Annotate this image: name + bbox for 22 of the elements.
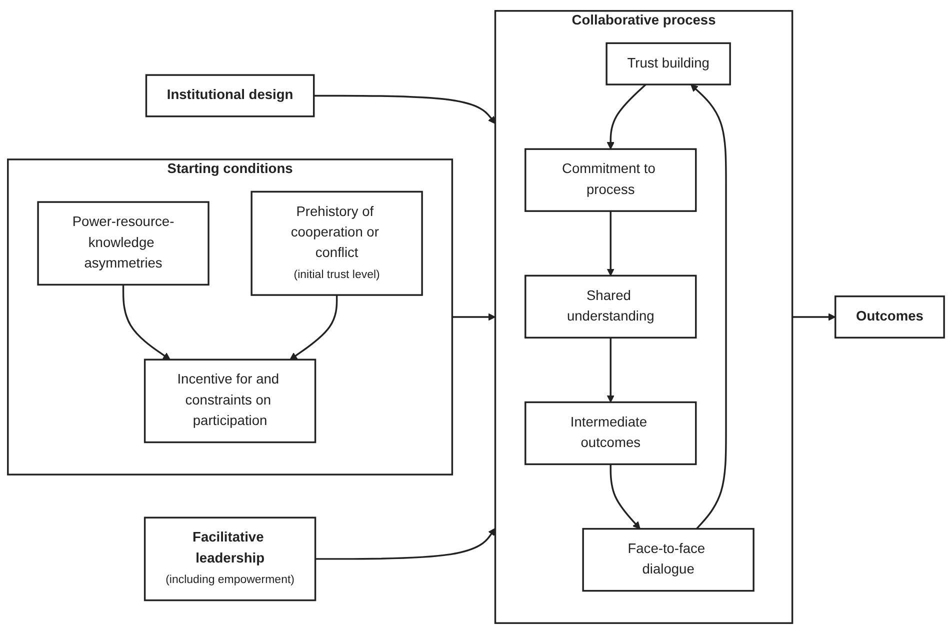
arrow [452, 313, 496, 321]
arrow [606, 338, 614, 403]
node-box: Face-to-face dialogue [582, 528, 754, 592]
node-box: Facilitative leadership (including empowerment) [144, 516, 316, 602]
arrow [290, 295, 338, 360]
arrow [792, 313, 836, 321]
node-box: Institutional design [145, 74, 315, 118]
arrow [606, 84, 646, 150]
node-box: Intermediate outcomes [524, 401, 697, 466]
arrow [122, 284, 170, 360]
arrow [690, 84, 727, 530]
node-box: Prehistory of cooperation or conflict (initial trust level) [250, 190, 423, 296]
arrow [315, 528, 496, 560]
arrow [314, 94, 496, 124]
node-box: Shared understanding [524, 274, 697, 339]
node-box: Incentive for and constraints on participation [144, 358, 316, 444]
arrow [606, 211, 614, 276]
node-box: Power-resource-knowledge asymmetries [37, 201, 210, 286]
node-box: Commitment to process [524, 148, 697, 212]
node-box: Trust building [606, 42, 731, 86]
arrow [610, 464, 640, 530]
node-box: Outcomes [834, 295, 945, 339]
